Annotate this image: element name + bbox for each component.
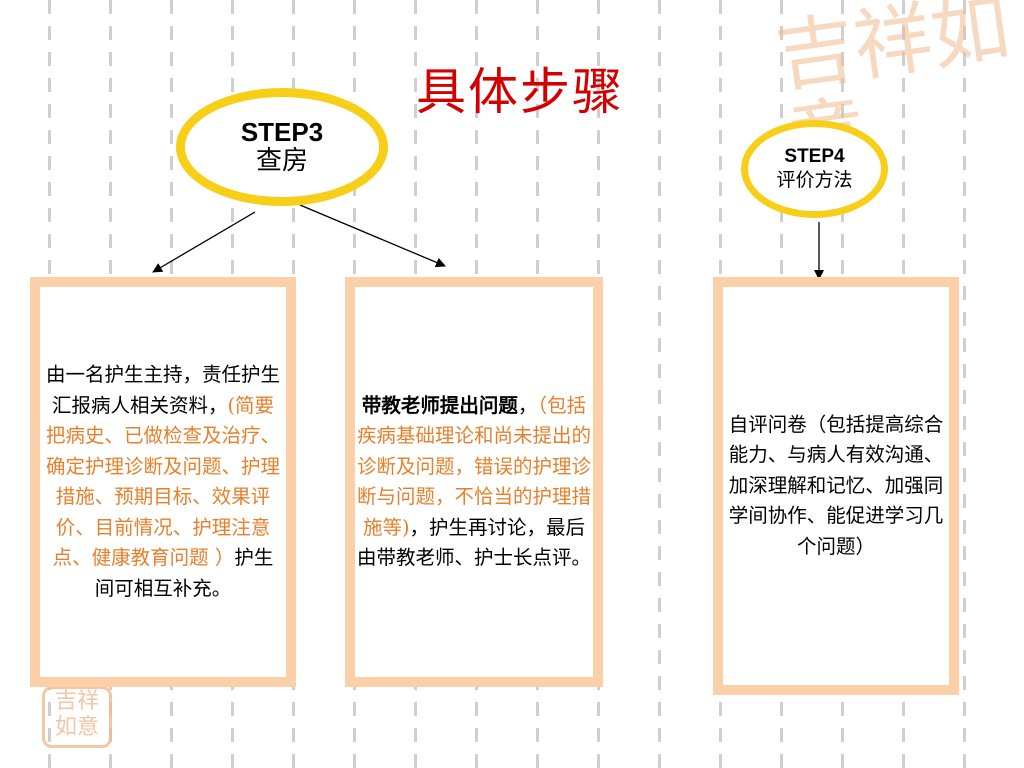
card-teacher-questions: 带教老师提出问题，（包括疾病基础理论和尚未提出的诊断及问题，错误的护理诊断与问题… bbox=[345, 277, 603, 687]
step4-label: STEP4 bbox=[784, 146, 845, 167]
step3-oval: STEP3 查房 bbox=[176, 88, 388, 206]
arrow-step3-to-card2 bbox=[299, 204, 446, 268]
card1-intro: 由一名护生主持，责任护生汇报病人相关资料， bbox=[45, 363, 280, 417]
card2-heading-comma: ， bbox=[517, 393, 538, 417]
card-ward-round-report: 由一名护生主持，责任护生汇报病人相关资料，(简要把病史、已做检查及治疗、确定护理… bbox=[30, 277, 296, 687]
card2-detail: （包括疾病基础理论和尚未提出的诊断及问题，错误的护理诊断与问题，不恰当的护理措施… bbox=[357, 393, 592, 539]
arrow-step3-to-card1 bbox=[152, 211, 256, 273]
card2-ending: ，护生再讨论，最后由带教老师、护士长点评。 bbox=[357, 515, 592, 570]
card2-heading: 带教老师提出问题 bbox=[361, 393, 518, 417]
card1-ending: 护生间可相互补充。 bbox=[94, 546, 274, 600]
step3-subtitle: 查房 bbox=[255, 146, 308, 176]
card1-detail: (简要把病史、已做检查及治疗、确定护理诊断及问题、护理措施、预期目标、效果评价、… bbox=[45, 393, 280, 570]
card3-text: 自评问卷（包括提高综合能力、与病人有效沟通、加深理解和记忆、加强同学间协作、能促… bbox=[728, 412, 944, 558]
slide-title: 具体步骤 bbox=[416, 63, 624, 121]
card2-text: 带教老师提出问题，（包括疾病基础理论和尚未提出的诊断及问题，错误的护理诊断与问题… bbox=[355, 391, 593, 574]
step4-subtitle: 评价方法 bbox=[776, 169, 853, 191]
watermark-seal-small: 吉祥如意 bbox=[42, 686, 112, 748]
step4-oval: STEP4 评价方法 bbox=[741, 120, 888, 218]
step3-label: STEP3 bbox=[240, 117, 324, 147]
card-self-evaluation: 自评问卷（包括提高综合能力、与病人有效沟通、加深理解和记忆、加强同学间协作、能促… bbox=[713, 277, 959, 695]
card1-text: 由一名护生主持，责任护生汇报病人相关资料，(简要把病史、已做检查及治疗、确定护理… bbox=[41, 360, 285, 604]
